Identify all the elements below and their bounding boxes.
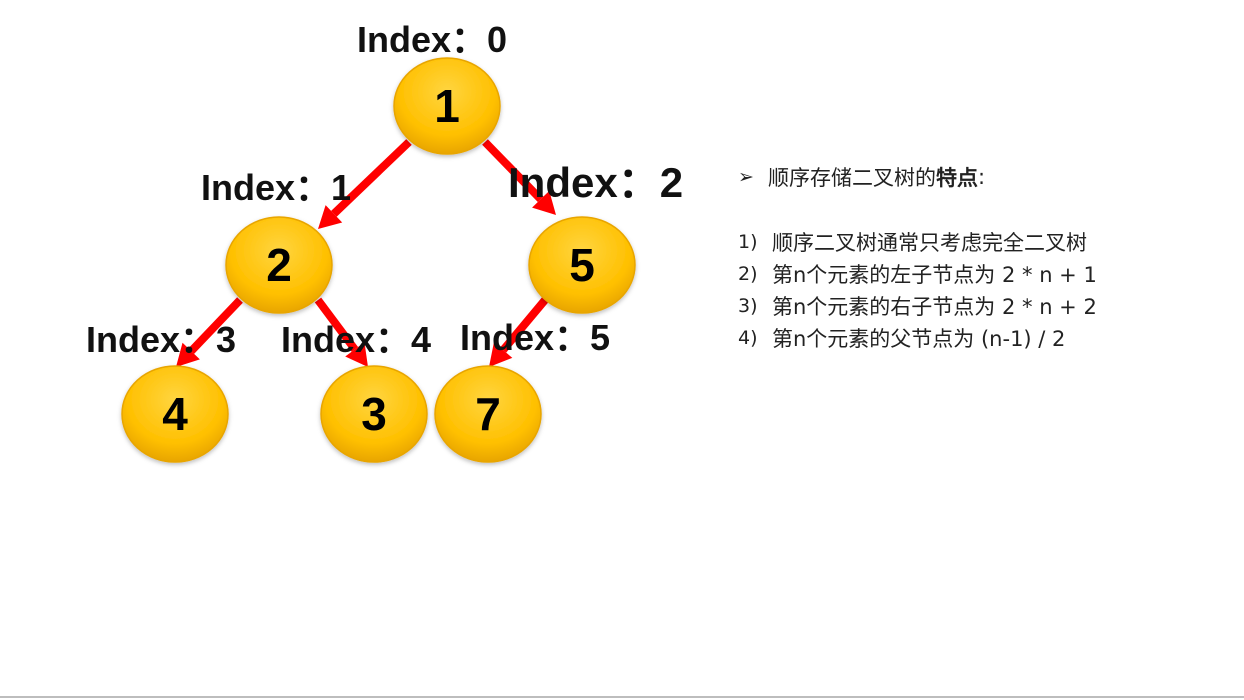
edge-line [188, 297, 243, 354]
feature-title-bold: 特点 [936, 166, 978, 190]
index-label: Index：1 [201, 167, 352, 208]
node-circle [320, 365, 428, 463]
node-value: 7 [475, 388, 501, 440]
edge-arrow [482, 139, 556, 215]
list-item: 3) 第n个元素的右子节点为 2 * n + 2 [738, 290, 1218, 322]
index-label: Index：5 [460, 317, 611, 358]
feature-title-text: 顺序存储二叉树的 [768, 166, 936, 190]
list-item-text: 第n个元素的右子节点为 2 * n + 2 [772, 295, 1097, 319]
feature-list: 1) 顺序二叉树通常只考虑完全二叉树 2) 第n个元素的左子节点为 2 * n … [738, 226, 1218, 354]
list-item-number: 1) [738, 231, 758, 253]
node-circle [528, 216, 636, 314]
edge-line [331, 139, 412, 217]
tree-node: 7 [434, 365, 542, 463]
edge-line [314, 297, 359, 352]
list-item-number: 3) [738, 295, 758, 317]
tree-node: 4 [121, 365, 229, 463]
node-circle [121, 365, 229, 463]
edge-line [500, 297, 549, 353]
arrow-bullet-icon: ➢ [738, 166, 754, 188]
feature-title: ➢ 顺序存储二叉树的特点: [738, 162, 1218, 192]
edge-line [482, 139, 544, 203]
tree-node: 2 [225, 216, 333, 314]
tree-node: 5 [528, 216, 636, 314]
node-circle [225, 216, 333, 314]
arrowhead-icon [318, 205, 343, 229]
feature-title-colon: : [978, 165, 986, 189]
arrowhead-icon [532, 190, 556, 215]
index-label: Index：2 [508, 159, 684, 206]
node-circle [434, 365, 542, 463]
list-item-text: 第n个元素的父节点为 (n-1) / 2 [772, 327, 1066, 351]
list-item-number: 2) [738, 263, 758, 285]
node-value: 3 [361, 388, 387, 440]
node-value: 5 [569, 239, 595, 291]
arrowhead-icon [345, 342, 368, 367]
node-circle [393, 57, 501, 155]
edge-arrow [176, 297, 243, 367]
tree-node: 1 [393, 57, 501, 155]
list-item-text: 顺序二叉树通常只考虑完全二叉树 [772, 231, 1087, 255]
node-value: 4 [162, 388, 188, 440]
index-label: Index：4 [281, 319, 432, 360]
index-label: Index：3 [86, 319, 237, 360]
index-label: Index：0 [357, 19, 508, 60]
edge-arrow [489, 297, 549, 367]
list-item: 4) 第n个元素的父节点为 (n-1) / 2 [738, 322, 1218, 354]
list-item: 2) 第n个元素的左子节点为 2 * n + 1 [738, 258, 1218, 290]
edge-arrow [318, 139, 412, 229]
list-item-text: 第n个元素的左子节点为 2 * n + 1 [772, 263, 1097, 287]
node-value: 2 [266, 239, 292, 291]
feature-panel: ➢ 顺序存储二叉树的特点: 1) 顺序二叉树通常只考虑完全二叉树 2) 第n个元… [738, 162, 1218, 354]
bottom-divider [0, 696, 1244, 698]
list-item-number: 4) [738, 327, 758, 349]
tree-node: 3 [320, 365, 428, 463]
edge-arrow [314, 297, 368, 367]
list-item: 1) 顺序二叉树通常只考虑完全二叉树 [738, 226, 1218, 258]
arrowhead-icon [176, 342, 200, 367]
node-value: 1 [434, 80, 460, 132]
arrowhead-icon [489, 342, 513, 367]
